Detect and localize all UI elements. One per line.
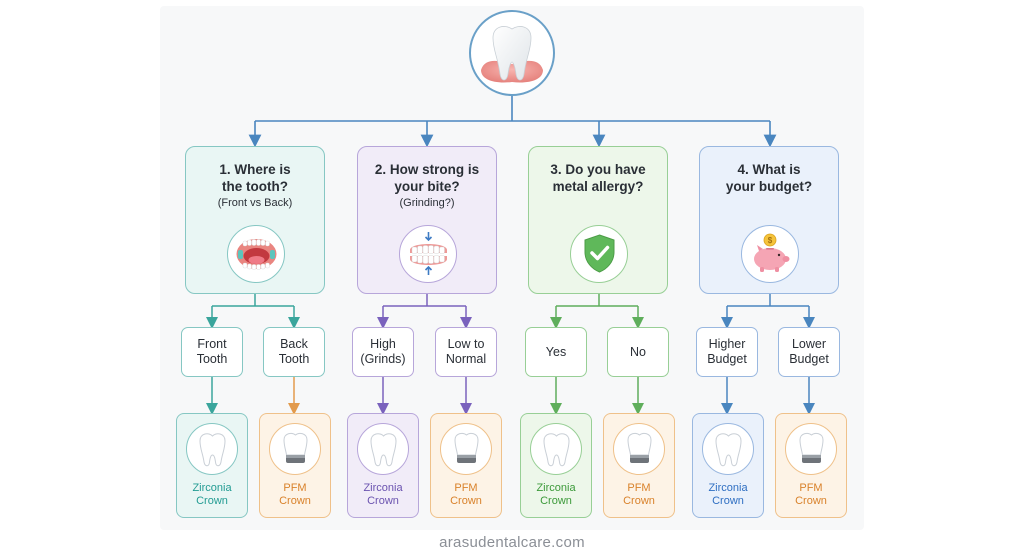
result-label: PFM Crown: [450, 482, 482, 507]
result-label: Zirconia Crown: [536, 482, 576, 507]
question-title: 2. How strong is your bite?: [374, 162, 480, 194]
answer-back-tooth: Back Tooth: [263, 327, 325, 377]
question-card-metal-allergy: 3. Do you have metal allergy?: [528, 146, 668, 294]
answer-high-grinds: High (Grinds): [352, 327, 414, 377]
result-label: PFM Crown: [795, 482, 827, 507]
zirconia-crown-icon: [530, 423, 582, 475]
answer-front-tooth: Front Tooth: [181, 327, 243, 377]
open-mouth-icon: [227, 225, 285, 283]
result-zirconia-crown: Zirconia Crown: [520, 413, 592, 518]
question-subtitle: (Grinding?): [399, 197, 455, 209]
result-zirconia-crown: Zirconia Crown: [347, 413, 419, 518]
svg-text:$: $: [767, 236, 772, 245]
zirconia-crown-icon: [186, 423, 238, 475]
pfm-crown-icon: [785, 423, 837, 475]
zirconia-crown-icon: [357, 423, 409, 475]
result-label: PFM Crown: [623, 482, 655, 507]
result-pfm-crown: PFM Crown: [775, 413, 847, 518]
result-label: Zirconia Crown: [363, 482, 403, 507]
result-zirconia-crown: Zirconia Crown: [176, 413, 248, 518]
result-pfm-crown: PFM Crown: [259, 413, 331, 518]
pfm-crown-icon: [440, 423, 492, 475]
question-title: 3. Do you have metal allergy?: [550, 162, 646, 194]
answer-yes: Yes: [525, 327, 587, 377]
question-card-location: 1. Where is the tooth? (Front vs Back): [185, 146, 325, 294]
pfm-crown-icon: [613, 423, 665, 475]
question-title: 4. What is your budget?: [725, 162, 813, 194]
result-zirconia-crown: Zirconia Crown: [692, 413, 764, 518]
clenched-teeth-icon: [399, 225, 457, 283]
answer-no: No: [607, 327, 669, 377]
result-pfm-crown: PFM Crown: [430, 413, 502, 518]
question-card-bite-strength: 2. How strong is your bite? (Grinding?): [357, 146, 497, 294]
question-title: 1. Where is the tooth?: [219, 162, 291, 194]
tooth-with-gum-icon: [481, 26, 543, 83]
result-label: Zirconia Crown: [708, 482, 748, 507]
result-label: Zirconia Crown: [192, 482, 232, 507]
root-tooth-node: [469, 10, 555, 96]
zirconia-crown-icon: [702, 423, 754, 475]
question-subtitle: (Front vs Back): [217, 197, 293, 209]
result-pfm-crown: PFM Crown: [603, 413, 675, 518]
answer-higher-budget: Higher Budget: [696, 327, 758, 377]
piggy-bank-icon: $: [741, 225, 799, 283]
footer-website: arasudentalcare.com: [439, 534, 585, 551]
question-card-budget: 4. What is your budget? $: [699, 146, 839, 294]
shield-check-icon: [570, 225, 628, 283]
answer-low-to-normal: Low to Normal: [435, 327, 497, 377]
result-label: PFM Crown: [279, 482, 311, 507]
answer-lower-budget: Lower Budget: [778, 327, 840, 377]
pfm-crown-icon: [269, 423, 321, 475]
